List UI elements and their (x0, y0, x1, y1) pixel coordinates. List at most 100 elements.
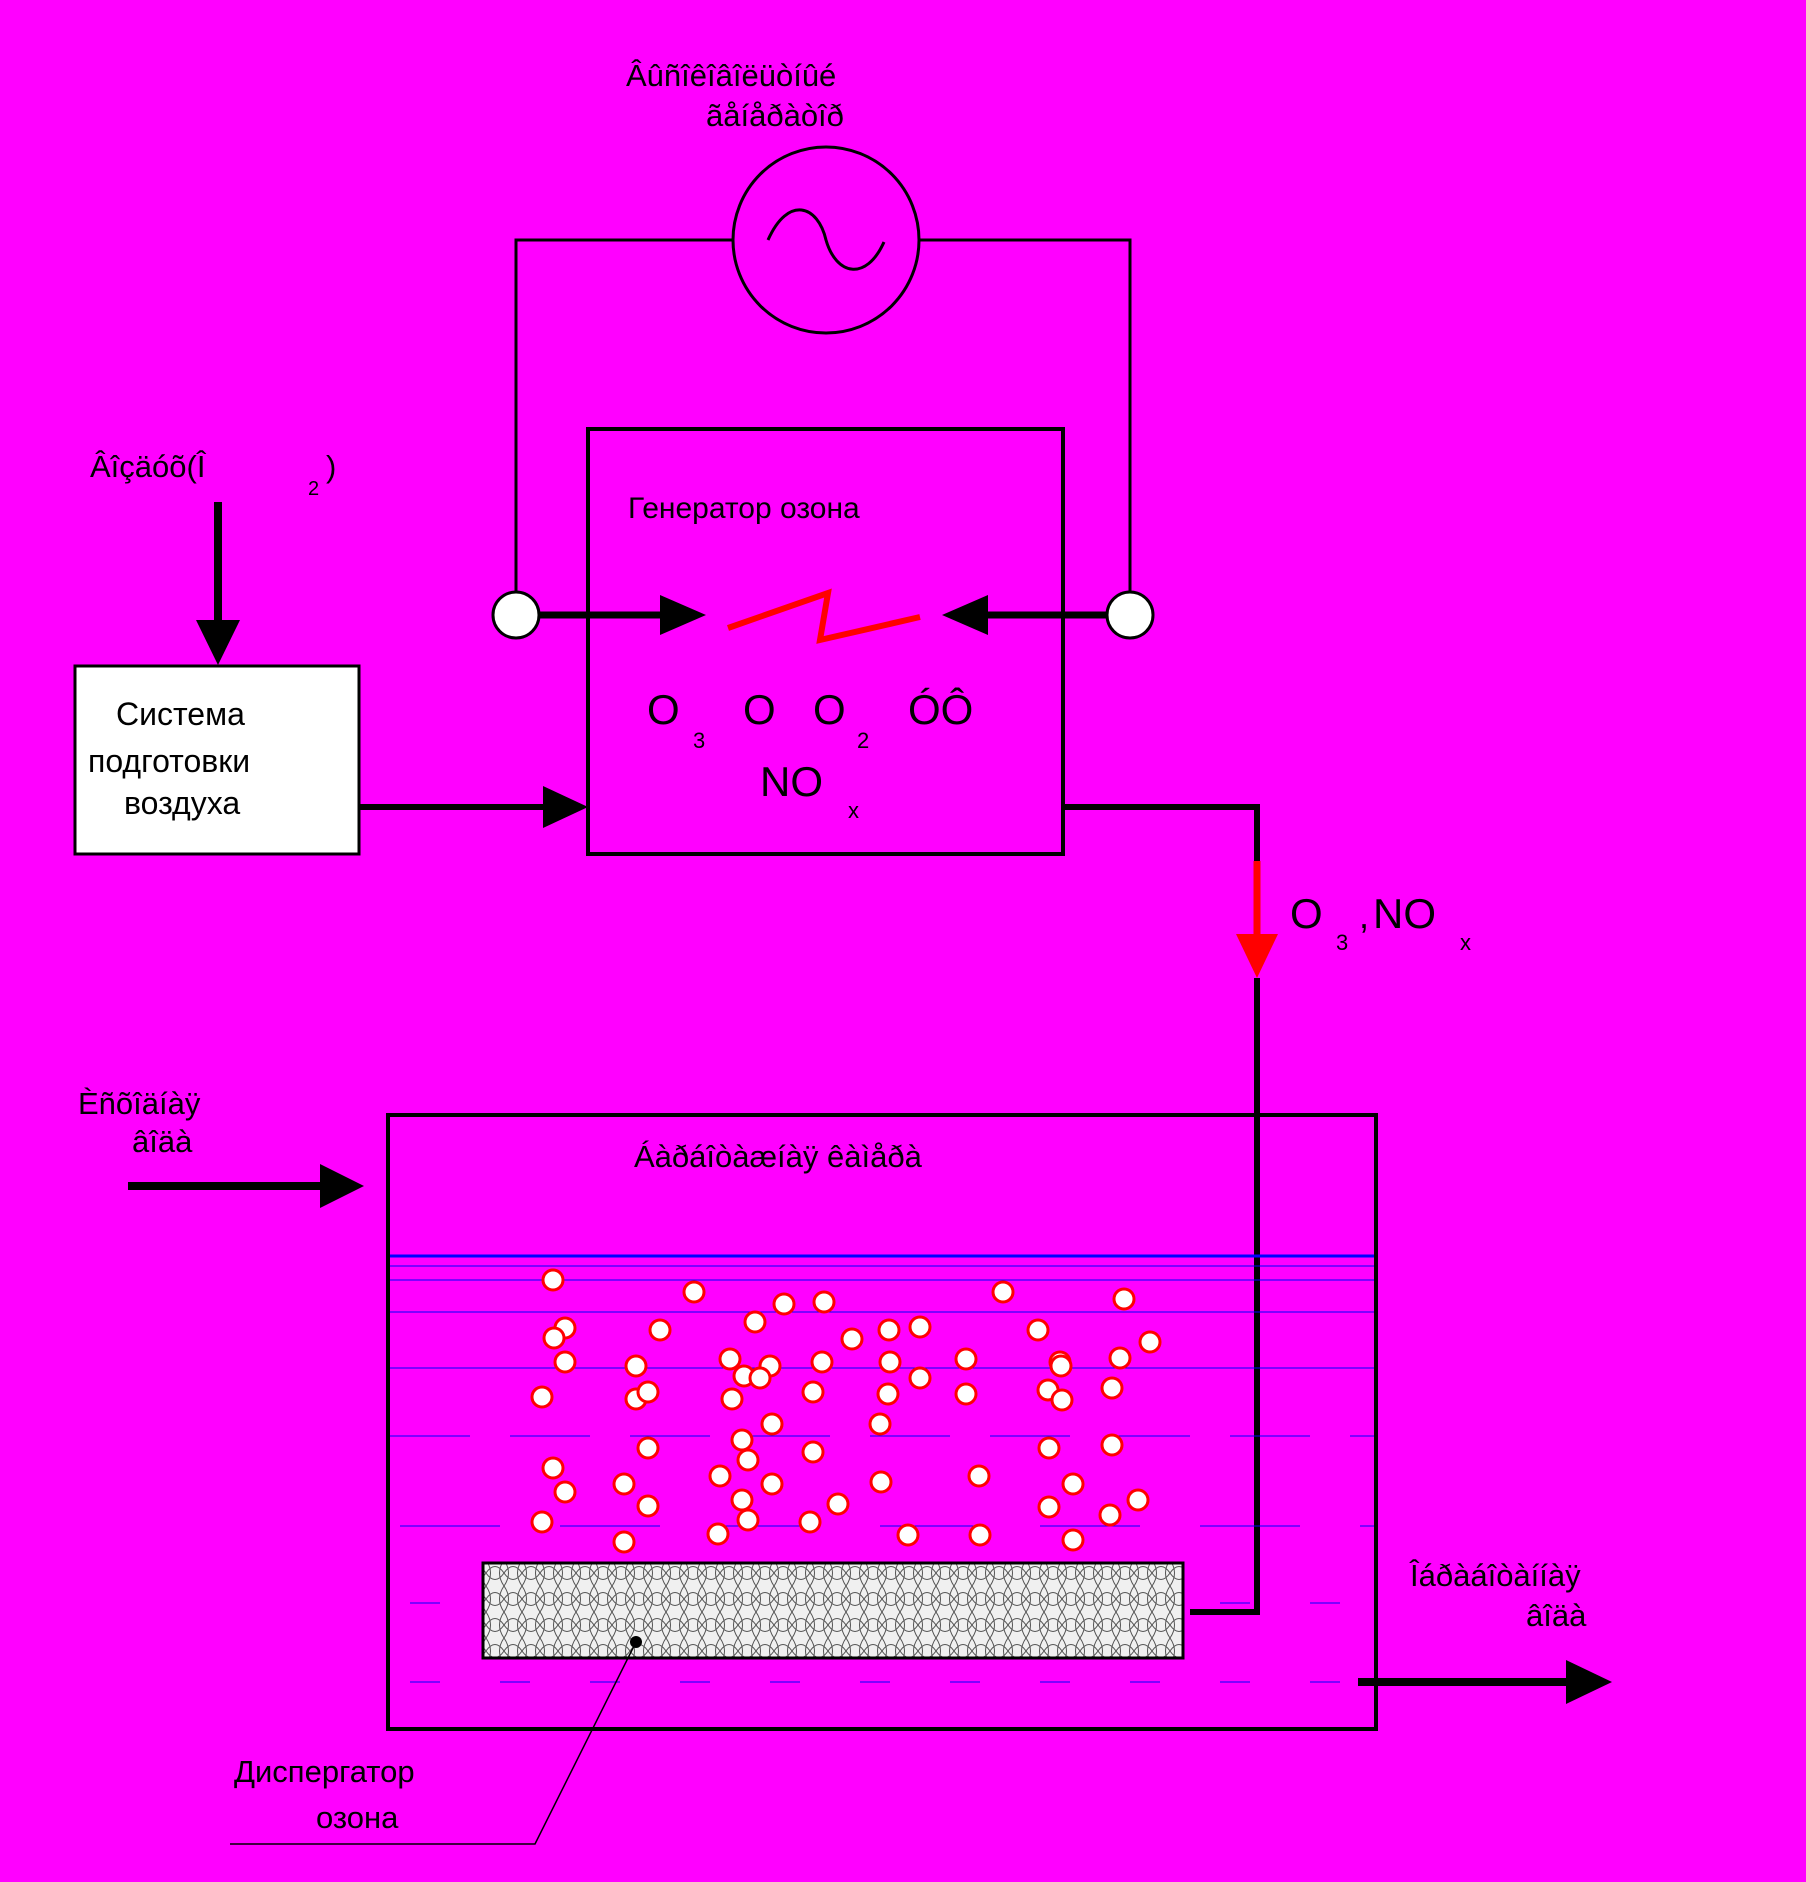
source-water-label-1: Èñõîäíàÿ (78, 1086, 201, 1121)
ozone-bubble (612, 1530, 636, 1554)
ozone-bubble (954, 1347, 978, 1371)
ozone-bubble (801, 1440, 825, 1464)
species-nox-subscript: x (848, 798, 859, 823)
ozone-bubble (1112, 1287, 1136, 1311)
treated-water-label-1: Îáðàáîòàííàÿ (1409, 1558, 1581, 1593)
left-electrode-arrow (539, 595, 706, 635)
ozone-bubble (878, 1350, 902, 1374)
ozone-bubble (801, 1380, 825, 1404)
species-o3-subscript: 3 (693, 728, 705, 753)
air-input-paren: ) (326, 449, 336, 484)
source-water-arrow (128, 1164, 364, 1208)
output-o3-subscript: 3 (1336, 930, 1348, 955)
ac-wave-icon (766, 208, 886, 271)
ozone-generator-title: Генератор озона (628, 492, 860, 525)
ozone-bubble (1026, 1318, 1050, 1342)
ozone-bubble (542, 1326, 566, 1350)
air-input-arrow (196, 502, 240, 665)
reaction-chamber-box (386, 1113, 1378, 1731)
ozone-bubble (736, 1448, 760, 1472)
ozone-flow-arrow (1236, 934, 1278, 978)
ozone-bubble (541, 1268, 565, 1292)
ozone-bubble (636, 1436, 660, 1460)
ozone-bubble (541, 1456, 565, 1480)
ozone-bubble (730, 1428, 754, 1452)
ozone-disperser (481, 1561, 1185, 1660)
output-nox-subscript: x (1460, 930, 1471, 955)
species-o: O (743, 686, 776, 733)
ozone-bubble (840, 1327, 864, 1351)
ozone-bubble (772, 1292, 796, 1316)
ozone-bubble (648, 1318, 672, 1342)
ozone-bubble (812, 1290, 836, 1314)
ozone-bubble (908, 1315, 932, 1339)
ozone-bubble (1100, 1376, 1124, 1400)
ozone-bubble (1037, 1495, 1061, 1519)
ozone-bubble (954, 1382, 978, 1406)
high-voltage-source-label-2: ãåíåðàòîð (706, 98, 844, 133)
right-electrode-arrow (942, 595, 1107, 635)
air-prep-label-1: Система (116, 696, 245, 732)
ozone-bubble (1098, 1503, 1122, 1527)
ozone-bubble (991, 1280, 1015, 1304)
ozone-bubble (530, 1385, 554, 1409)
ozone-bubble (636, 1494, 660, 1518)
ozone-bubble (826, 1492, 850, 1516)
ozone-bubble (810, 1350, 834, 1374)
ozone-bubble (967, 1464, 991, 1488)
ozone-bubble (760, 1412, 784, 1436)
ozone-output-pipe (1063, 804, 1278, 1615)
ozone-bubble (736, 1508, 760, 1532)
right-electrode-terminal (1105, 590, 1155, 640)
source-water-label-2: âîäà (132, 1124, 193, 1159)
left-electrode-terminal (491, 590, 541, 640)
ozone-bubble (1050, 1388, 1074, 1412)
treated-water-arrow (1358, 1660, 1612, 1704)
air-prep-label-2: подготовки (88, 743, 250, 779)
ozone-bubble (1126, 1488, 1150, 1512)
ozone-bubble (612, 1472, 636, 1496)
output-nox: NO (1373, 890, 1436, 937)
ozone-bubble (868, 1412, 892, 1436)
prep-to-generator-arrow (359, 786, 588, 828)
ozone-bubble (1049, 1354, 1073, 1378)
output-o3: O (1290, 890, 1323, 937)
ozone-bubble (706, 1522, 730, 1546)
ozone-bubble (908, 1366, 932, 1390)
ozone-bubble (1108, 1346, 1132, 1370)
ozone-bubble (869, 1470, 893, 1494)
ozone-bubble (636, 1380, 660, 1404)
ozone-bubble (760, 1472, 784, 1496)
ozone-bubble (1061, 1472, 1085, 1496)
species-o3: O (647, 686, 680, 733)
ozone-bubble (682, 1280, 706, 1304)
ozone-bubble (1037, 1436, 1061, 1460)
ozone-bubble (530, 1510, 554, 1534)
high-voltage-source-label: Âûñîêîâîëüòíûé (626, 58, 836, 93)
ozone-bubble (968, 1523, 992, 1547)
ozone-bubble (720, 1387, 744, 1411)
disperser-label-1: Диспергатор (234, 1754, 415, 1789)
ozone-generator-box (586, 427, 1065, 856)
ozone-bubble (553, 1480, 577, 1504)
discharge-spark-icon (727, 588, 921, 644)
generator-wires (514, 238, 1132, 595)
reaction-chamber-title: Áàðáîòàæíàÿ êàìåðà (634, 1139, 923, 1174)
air-input-label: Âîçäóõ(Î (90, 449, 207, 484)
disperser-pointer-line (230, 1641, 637, 1845)
output-separator: , (1359, 895, 1369, 936)
ozone-bubble (718, 1347, 742, 1371)
disperser-label-2: озона (316, 1800, 399, 1835)
ozone-bubble (553, 1350, 577, 1374)
ozone-bubble (896, 1523, 920, 1547)
treated-water-label-2: âîäà (1526, 1598, 1587, 1633)
species-nox: NO (760, 758, 823, 805)
ozone-bubble (624, 1354, 648, 1378)
ozone-bubble (708, 1464, 732, 1488)
species-uf: ÓÔ (908, 686, 973, 733)
high-voltage-generator (731, 145, 921, 335)
ozone-bubble (1100, 1433, 1124, 1457)
air-prep-label-3: воздуха (124, 785, 240, 821)
ozone-bubble (743, 1310, 767, 1334)
